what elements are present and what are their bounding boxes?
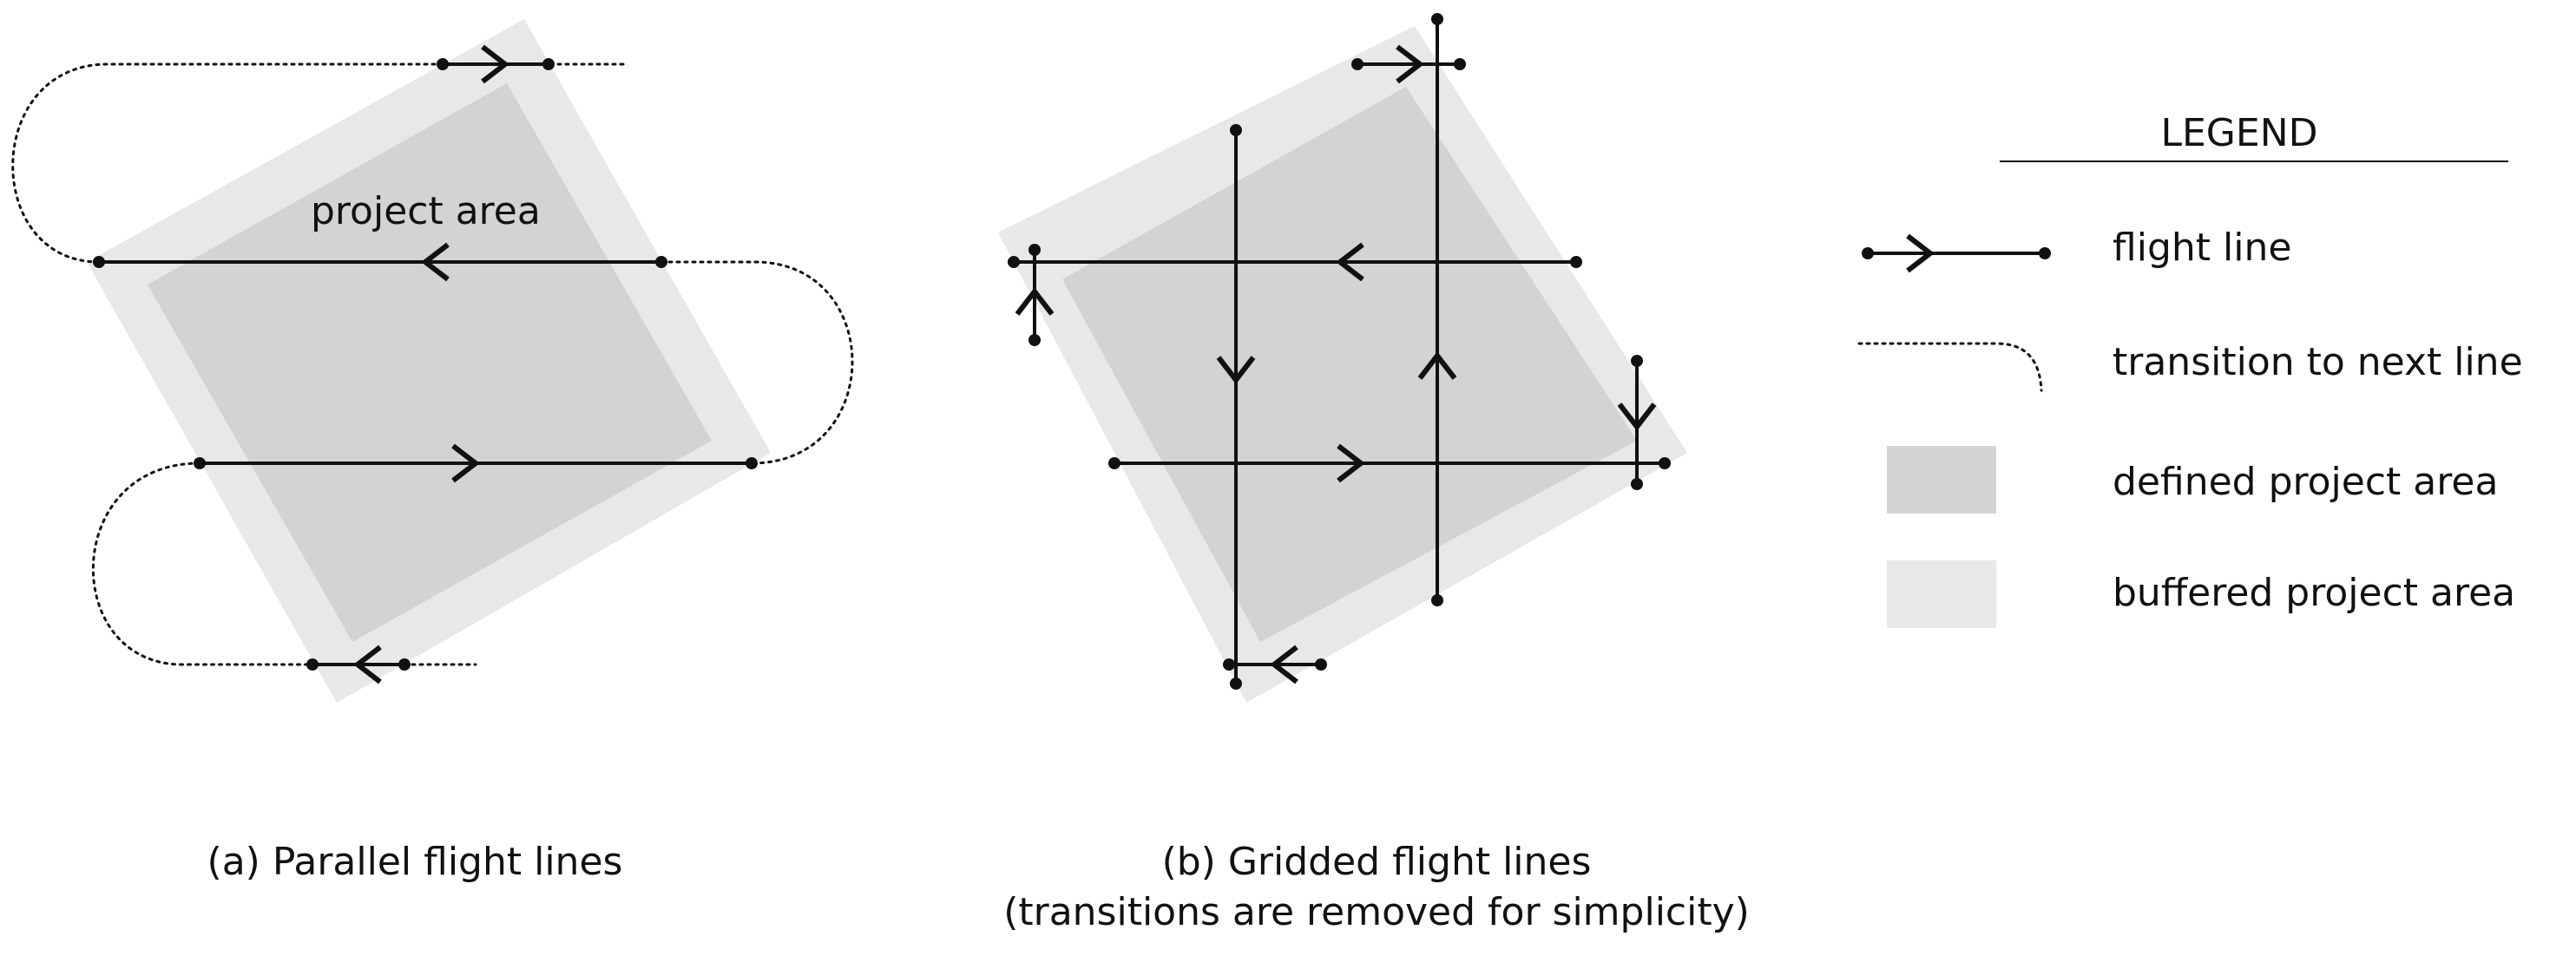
waypoint-dot — [398, 658, 411, 671]
waypoint-dot — [306, 658, 319, 671]
direction-arrow-down — [1617, 403, 1657, 431]
flight-line — [1015, 244, 1055, 346]
flight-line-symbol — [1862, 233, 2051, 273]
direction-arrow-right — [1396, 44, 1424, 84]
flight-line — [1008, 242, 1582, 282]
flight-line — [1351, 44, 1466, 84]
transition-1 — [11, 62, 444, 264]
panel-b-caption-line2: (transitions are removed for simplicity) — [1003, 890, 1750, 934]
panel-b-caption-line1: (b) Gridded flight lines — [1162, 840, 1592, 884]
waypoint-dot — [1108, 457, 1120, 469]
direction-arrow-up — [1417, 351, 1457, 380]
waypoint-dot — [1315, 658, 1327, 671]
panel-a: project area — [11, 19, 854, 884]
panel-a-caption: (a) Parallel flight lines — [207, 840, 623, 884]
buffered-area-swatch — [1887, 560, 1996, 628]
waypoint-dot — [1659, 457, 1671, 469]
panel-a-transitions — [11, 62, 854, 666]
legend-label-defined-area: defined project area — [2113, 460, 2498, 504]
direction-arrow-right — [481, 44, 509, 84]
waypoint-dot — [1230, 124, 1242, 136]
defined-area-swatch — [1887, 446, 1996, 514]
waypoint-dot — [1454, 58, 1466, 70]
panel-b-defined-area — [1062, 87, 1637, 642]
waypoint-dot — [1570, 256, 1582, 268]
waypoint-dot — [93, 256, 105, 268]
legend-title: LEGEND — [2160, 111, 2317, 155]
waypoint-dot — [1431, 13, 1443, 25]
flight-line — [1223, 645, 1327, 684]
flight-line — [1216, 124, 1256, 690]
legend-label-transition: transition to next line — [2113, 340, 2523, 384]
waypoint-dot — [194, 457, 206, 469]
waypoint-dot — [1028, 244, 1041, 256]
waypoint-dot — [1431, 594, 1443, 606]
flight-line — [1108, 443, 1671, 483]
transition-3 — [92, 462, 314, 666]
panel-b: (b) Gridded flight lines (transitions ar… — [998, 13, 1750, 934]
waypoint-dot — [1008, 256, 1020, 268]
waypoint-dot — [1351, 58, 1364, 70]
direction-arrow-left — [353, 645, 382, 684]
direction-arrow-left — [421, 242, 450, 282]
legend-label-buffered-area: buffered project area — [2113, 571, 2515, 615]
waypoint-dot — [655, 256, 667, 268]
transition-2 — [660, 260, 854, 465]
waypoint-dot — [1230, 678, 1242, 690]
waypoint-dot — [1028, 334, 1041, 346]
waypoint-dot — [1223, 658, 1235, 671]
direction-arrow-up — [1015, 287, 1055, 316]
direction-arrow-left — [1336, 242, 1364, 282]
direction-arrow-down — [1216, 356, 1256, 384]
flight-line — [437, 44, 555, 84]
dotted-transition-symbol — [1857, 342, 2043, 392]
legend-label-flight-line: flight line — [2113, 226, 2291, 270]
waypoint-dot — [542, 58, 555, 70]
panel-a-defined-area — [148, 83, 712, 642]
waypoint-dot — [746, 457, 758, 469]
flight-line — [1417, 13, 1457, 606]
flight-line — [93, 242, 667, 282]
direction-arrow-left — [1270, 645, 1298, 684]
waypoint-dot — [1631, 355, 1643, 367]
panel-a-area-label: project area — [311, 189, 541, 233]
flight-line — [1617, 355, 1657, 490]
flight-line — [306, 645, 411, 684]
direction-arrow-right — [451, 443, 480, 483]
waypoint-dot — [1631, 478, 1643, 490]
waypoint-dot — [437, 58, 449, 70]
legend: LEGEND flight line transition to next li… — [1857, 111, 2523, 628]
flight-line — [194, 443, 758, 483]
direction-arrow-right — [1337, 443, 1365, 483]
